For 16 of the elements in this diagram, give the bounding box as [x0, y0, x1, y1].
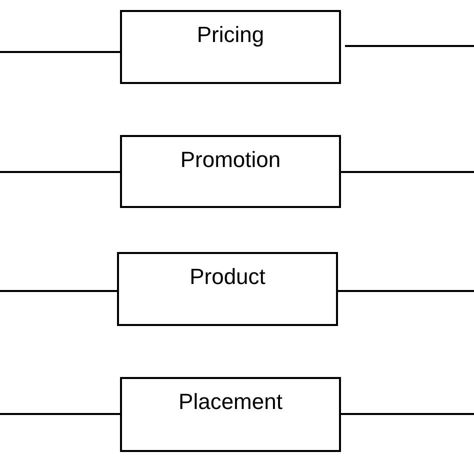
- box-label: Pricing: [196, 22, 264, 48]
- connector-line: [0, 171, 120, 173]
- box-label: Placement: [178, 389, 282, 416]
- process-box: [120, 10, 341, 84]
- process-box: [120, 135, 341, 208]
- connector-line: [345, 45, 474, 47]
- box-label: Promotion: [180, 147, 281, 174]
- connector-line: [338, 290, 474, 292]
- connector-line: [0, 51, 120, 53]
- box-label: Product: [190, 264, 266, 290]
- process-box: [117, 252, 338, 326]
- connector-line: [0, 290, 117, 292]
- process-box: [120, 377, 341, 452]
- connector-line: [341, 413, 474, 415]
- connector-line: [0, 413, 120, 415]
- connector-line: [341, 171, 474, 173]
